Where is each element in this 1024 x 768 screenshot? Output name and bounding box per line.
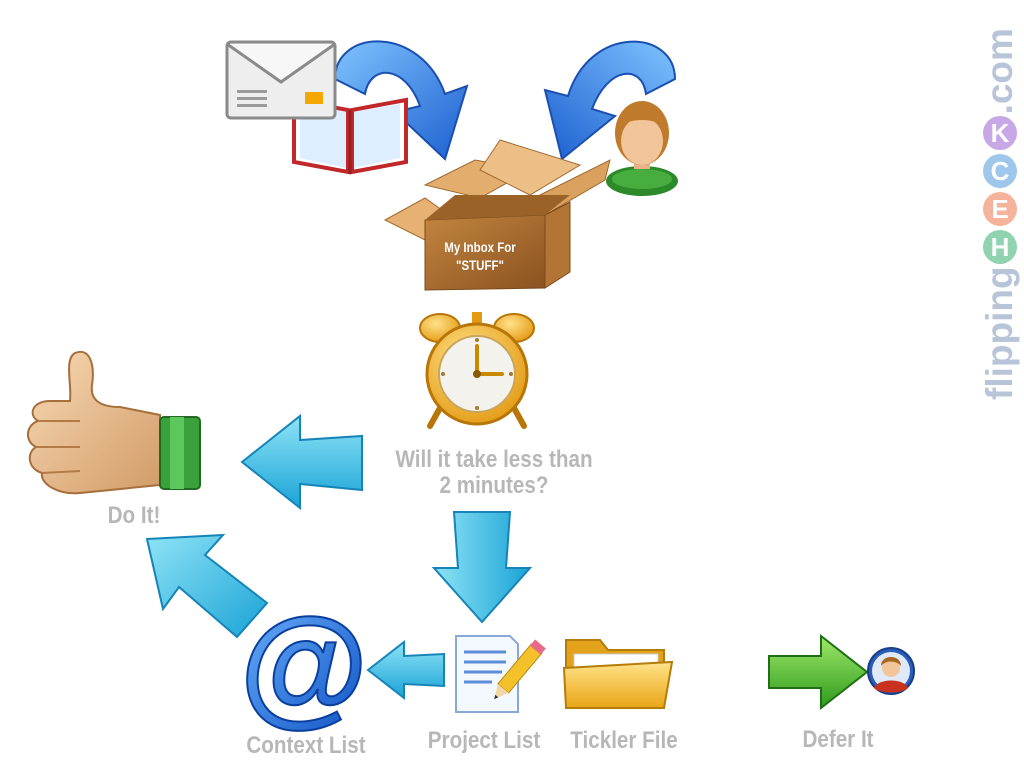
folder-icon (562, 639, 674, 709)
thumbs-up-icon (27, 350, 201, 495)
do-it-label: Do It! (107, 502, 161, 529)
document-pencil-icon (455, 635, 546, 713)
inbox-label: My Inbox For "STUFF" (431, 238, 529, 274)
brand-letter-e: E (983, 192, 1017, 227)
inbox-label-line2: "STUFF" (456, 257, 504, 273)
alarm-clock-icon (419, 312, 535, 429)
brand-watermark: flipping H E C K .com (976, 0, 1024, 400)
person-icon (606, 101, 678, 196)
green-arrow-icon (768, 633, 869, 711)
defer-it-label: Defer It (802, 726, 874, 753)
context-list-label: Context List (246, 732, 366, 759)
curved-arrow-right-icon (543, 40, 677, 161)
inbox-label-line1: My Inbox For (444, 239, 516, 255)
brand-letter-h: H (983, 230, 1017, 265)
avatar-icon (867, 647, 915, 695)
at-sign-icon: @ (239, 590, 370, 739)
arrow-left-icon (240, 413, 363, 511)
project-list-label: Project List (427, 727, 541, 754)
svg-text:@: @ (240, 591, 369, 738)
brand-suffix: .com (979, 28, 1020, 115)
arrow-down-icon (431, 511, 533, 624)
question-line1: Will it take less than (395, 446, 593, 473)
arrow-up-left-icon (145, 533, 269, 639)
curved-arrow-left-icon (333, 40, 469, 161)
question-label: Will it take less than 2 minutes? (384, 447, 604, 499)
box-icon (383, 139, 611, 291)
brand-letter-c: C (983, 154, 1017, 189)
brand-prefix: flipping (979, 266, 1020, 400)
envelope-icon (225, 40, 337, 120)
brand-letter-k: K (983, 116, 1017, 151)
tickler-file-label: Tickler File (570, 727, 678, 754)
arrow-left-small-icon (366, 639, 445, 701)
question-line2: 2 minutes? (439, 472, 549, 499)
